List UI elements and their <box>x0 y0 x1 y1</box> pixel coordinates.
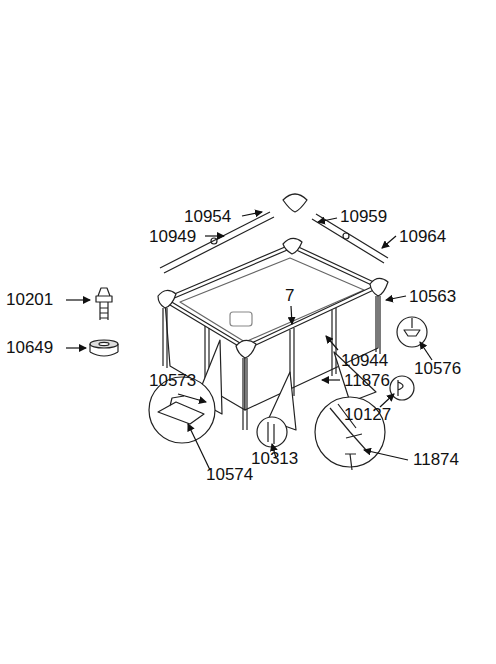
part-number: 10127 <box>343 406 392 424</box>
part-number: 10944 <box>340 352 389 370</box>
part-number: 10949 <box>148 228 197 246</box>
part-number: 10649 <box>5 339 54 357</box>
part-number: 10954 <box>183 208 232 226</box>
part-number: 10574 <box>205 466 254 484</box>
part-number: 10959 <box>339 208 388 226</box>
part-number: 11876 <box>343 372 391 390</box>
part-number: 10576 <box>413 360 462 378</box>
part-number: 10563 <box>408 288 457 306</box>
part-number: 11874 <box>412 451 460 469</box>
part-number: 10573 <box>148 372 197 390</box>
part-number: 7 <box>284 287 295 305</box>
part-number: 10964 <box>398 228 447 246</box>
part-number: 10313 <box>250 450 299 468</box>
part-number: 10201 <box>5 291 54 309</box>
